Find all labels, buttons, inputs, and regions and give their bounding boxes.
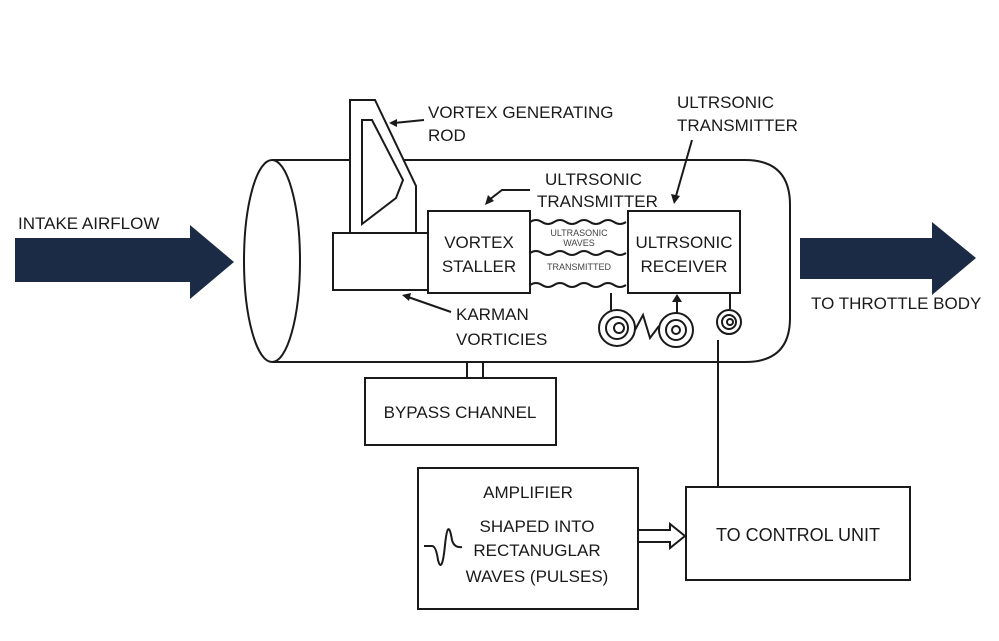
mid-transmitter-label: TRANSMITTER	[537, 192, 658, 211]
staller-label: VORTEX	[444, 233, 514, 252]
amplifier-box	[417, 467, 639, 610]
throttle-body-label: TO THROTTLE BODY	[811, 294, 981, 313]
vortex-generating-rod	[332, 99, 444, 291]
control-unit-box	[685, 486, 911, 581]
pulse-waveform-icon	[424, 528, 463, 566]
waves-label: TRANSMITTED	[547, 262, 611, 272]
karman-vortices-label: KARMAN	[456, 305, 529, 324]
vortex-rod-label: ROD	[428, 126, 466, 145]
waves-label: ULTRASONIC	[550, 228, 608, 238]
signal-arrow	[638, 521, 687, 551]
air-duct-cylinder	[243, 159, 791, 363]
amplifier-text: SHAPED INTO	[480, 517, 595, 536]
waves-label: WAVES	[563, 238, 595, 248]
amplifier-text: WAVES (PULSES)	[466, 567, 609, 586]
vortex-spirals	[598, 293, 742, 348]
vortex-staller-box	[427, 210, 531, 294]
bypass-label: BYPASS CHANNEL	[384, 403, 537, 422]
ultrasonic-waves	[529, 219, 627, 288]
throttle-body-arrow	[800, 222, 976, 295]
mid-transmitter-label: ULTRSONIC	[545, 170, 642, 189]
control-unit-label: TO CONTROL UNIT	[716, 525, 880, 545]
amplifier-title: AMPLIFIER	[483, 483, 573, 502]
staller-label: STALLER	[442, 257, 516, 276]
top-transmitter-label: TRANSMITTER	[677, 116, 798, 135]
intake-airflow-label: INTAKE AIRFLOW	[18, 214, 159, 233]
ultrasonic-receiver-box	[627, 210, 741, 294]
vortex-rod-label: VORTEX GENERATING	[428, 103, 613, 122]
intake-airflow-arrow	[15, 225, 234, 299]
bypass-channel-box	[364, 377, 557, 446]
receiver-label: RECEIVER	[641, 257, 728, 276]
amplifier-text: RECTANUGLAR	[473, 541, 600, 560]
karman-vortices-label: VORTICIES	[456, 330, 547, 349]
top-transmitter-label: ULTRSONIC	[677, 93, 774, 112]
receiver-label: ULTRSONIC	[636, 233, 733, 252]
